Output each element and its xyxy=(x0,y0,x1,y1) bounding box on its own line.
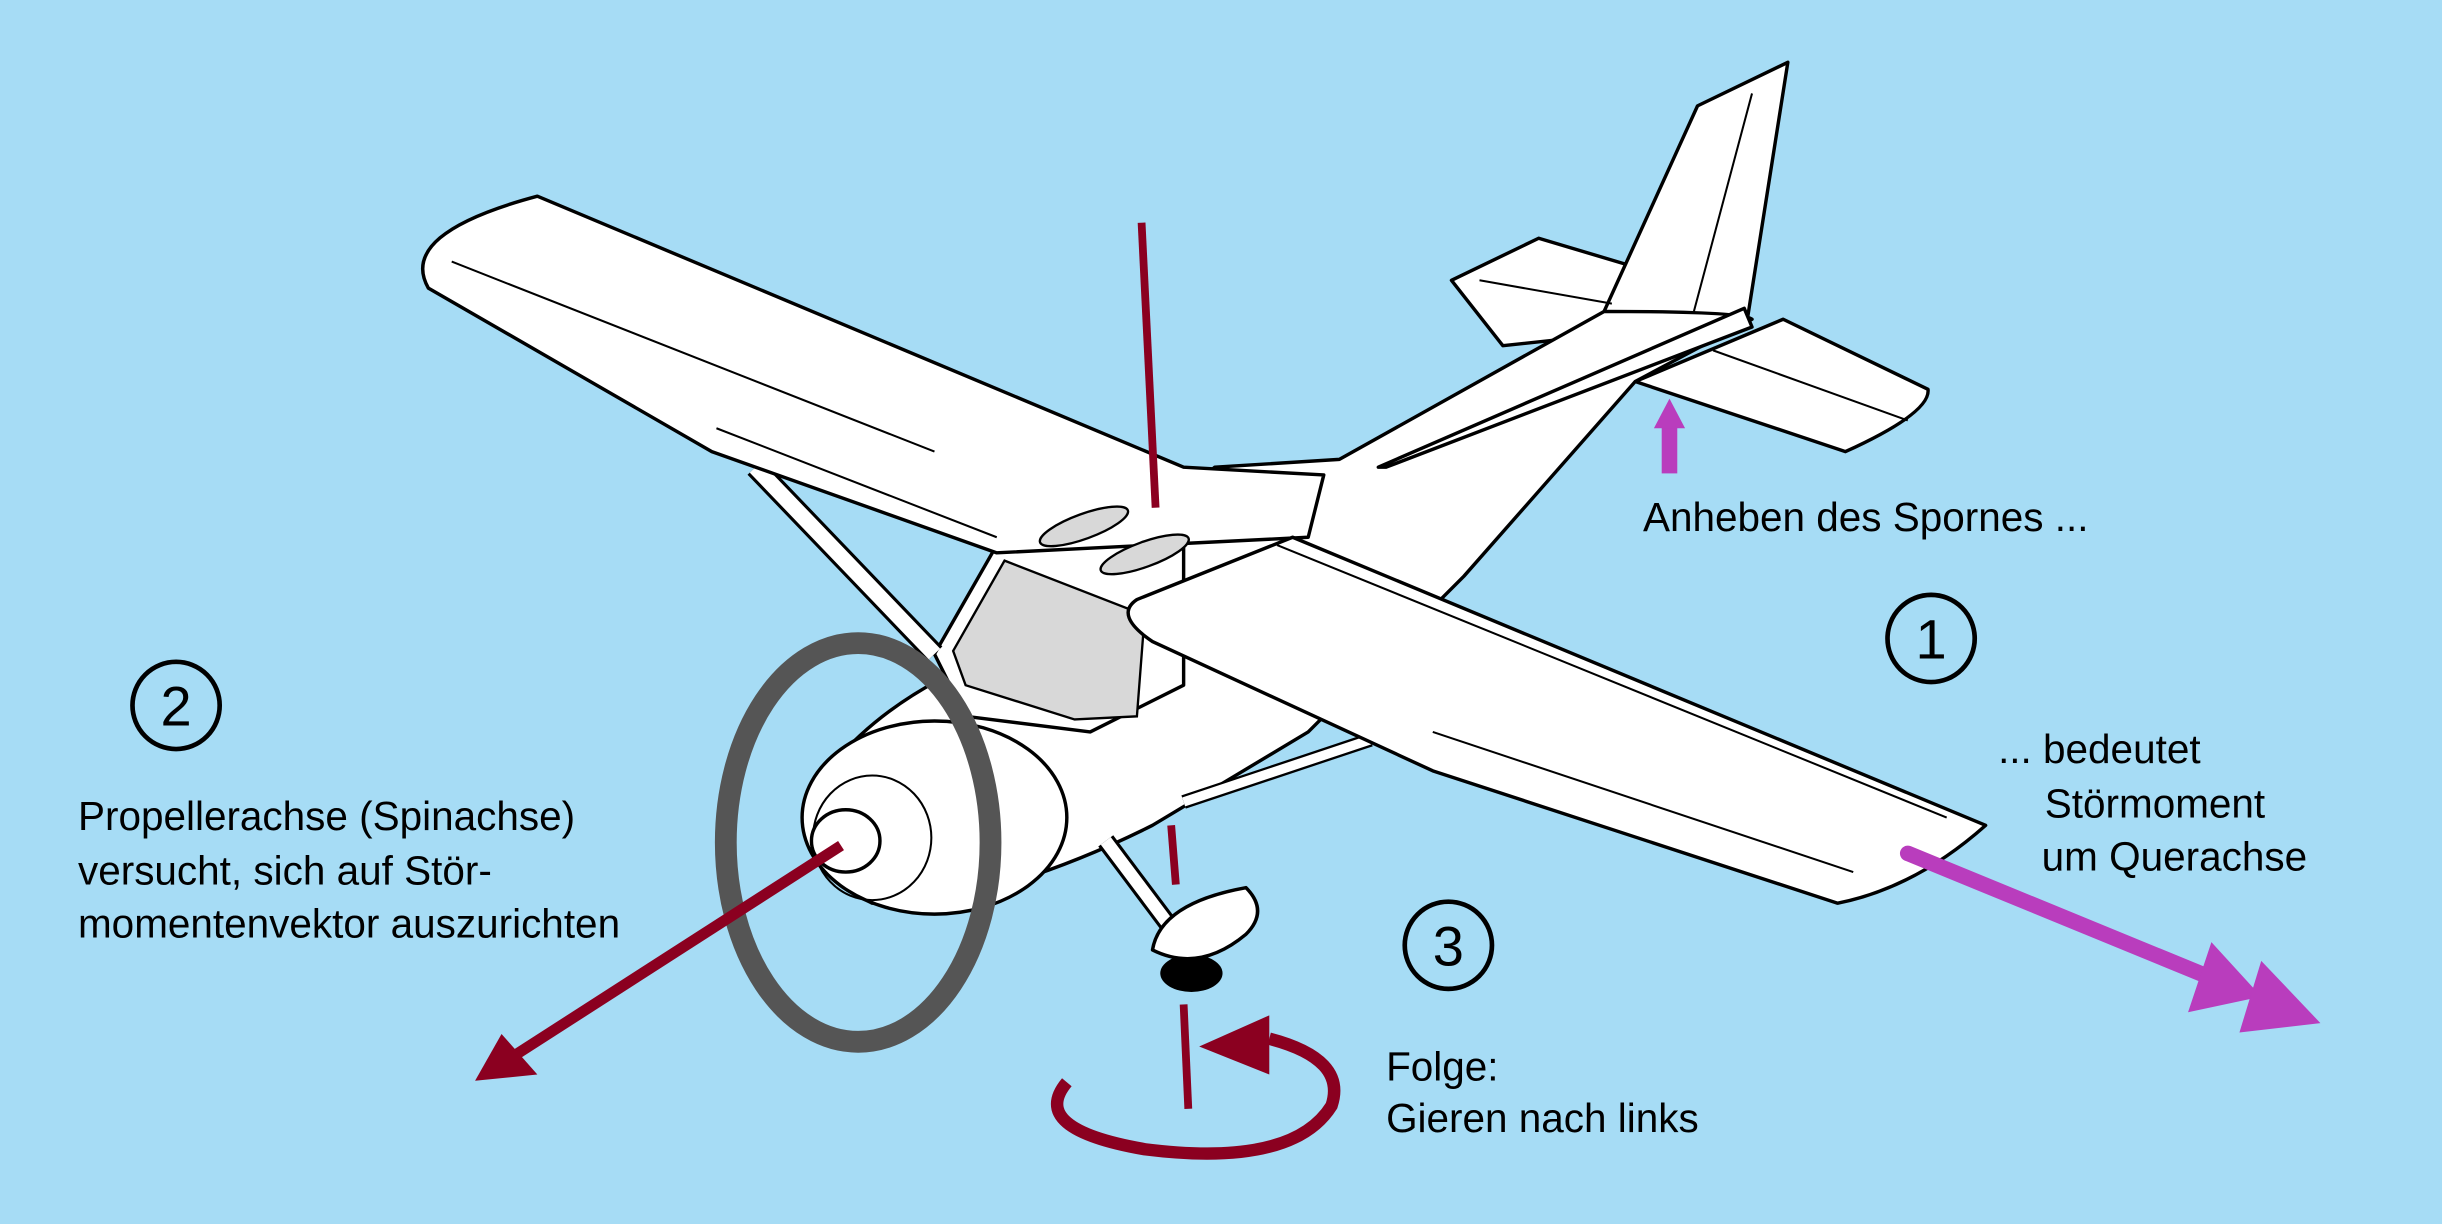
tail-lift-label: Anheben des Spornes ... xyxy=(1643,494,2088,540)
meaning-line-3: um Querachse xyxy=(2042,834,2307,880)
propeller-disc xyxy=(714,632,1002,1053)
result-line-2: Gieren nach links xyxy=(1386,1095,1699,1141)
meaning-line-2: Störmoment xyxy=(2045,781,2265,827)
landing-gear xyxy=(1098,835,1260,992)
left-wing xyxy=(421,194,1326,662)
tail-assembly xyxy=(1449,60,1930,454)
step-3-badge: 3 xyxy=(1402,899,1495,992)
result-line-1: Folge: xyxy=(1386,1044,1498,1090)
tail-lift-arrow xyxy=(1653,398,1686,474)
yaw-axis xyxy=(1137,222,1193,1109)
step-3-number: 3 xyxy=(1433,914,1464,977)
disturbance-moment-arrow xyxy=(1899,845,2321,1033)
propeller-line-1: Propellerachse (Spinachse) xyxy=(78,793,575,839)
step-2-badge: 2 xyxy=(130,659,223,752)
propeller-line-3: momentenvektor auszurichten xyxy=(78,900,620,946)
propeller-line-2: versucht, sich auf Stör- xyxy=(78,848,492,894)
meaning-line-1: ... bedeutet xyxy=(1998,726,2201,772)
right-wing xyxy=(1126,535,1988,905)
spin-axis-arrow xyxy=(475,841,844,1081)
step-1-badge: 1 xyxy=(1885,592,1978,685)
step-1-number: 1 xyxy=(1916,608,1947,671)
step-2-number: 2 xyxy=(160,675,191,738)
yaw-rotation-arrow xyxy=(1050,1015,1341,1160)
